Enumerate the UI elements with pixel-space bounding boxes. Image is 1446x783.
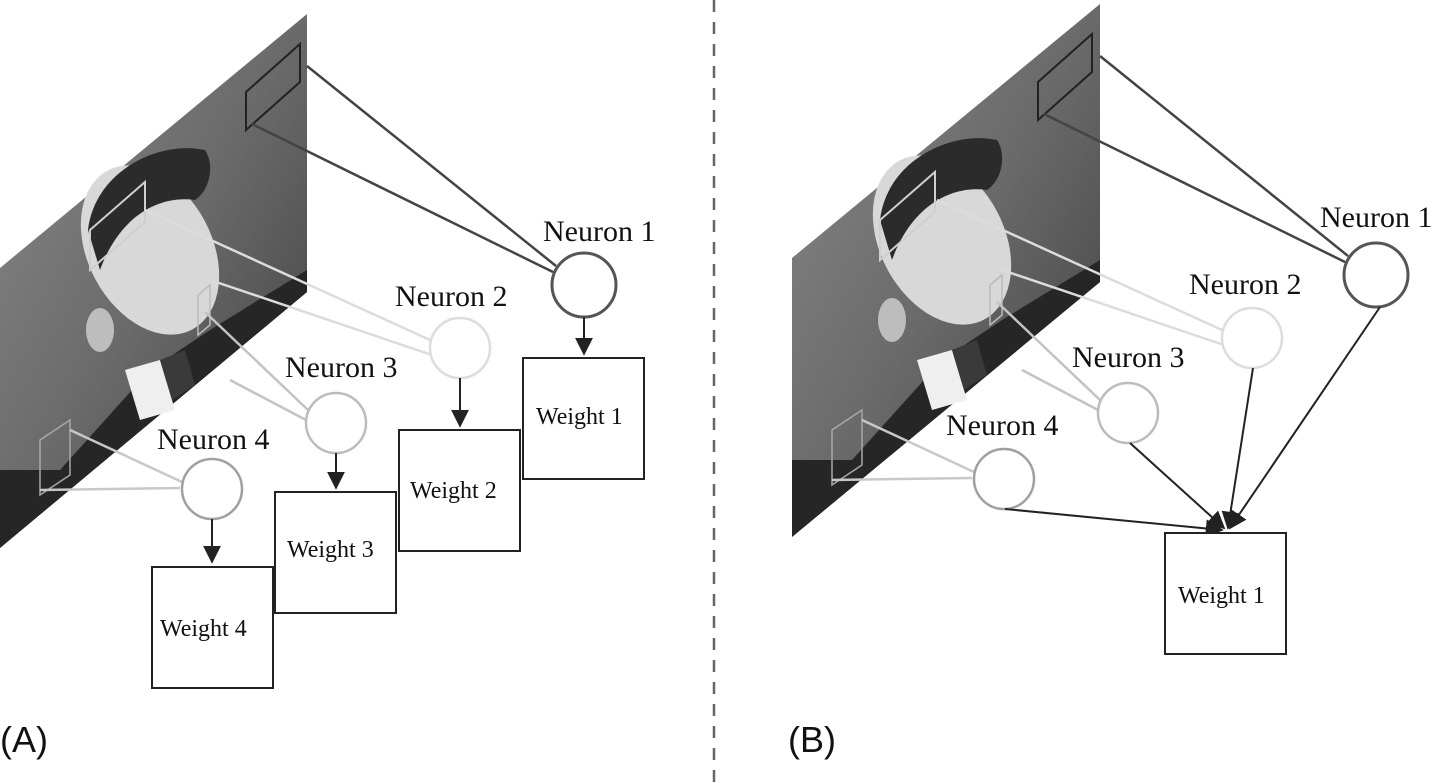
neuron-label: Neuron 1 xyxy=(543,215,655,248)
weight-box-a-3: Weight 3 xyxy=(274,491,397,614)
weight-box-a-1: Weight 1 xyxy=(522,357,645,480)
weight-box-a-2: Weight 2 xyxy=(398,429,521,552)
neuron-label: Neuron 2 xyxy=(395,280,507,313)
weight-box-a-4: Weight 4 xyxy=(151,566,274,689)
weight-label: Weight 3 xyxy=(287,537,374,563)
neuron-label: Neuron 3 xyxy=(1072,341,1184,374)
panel-label-b: (B) xyxy=(788,719,836,760)
neuron-a-3: Neuron 3 xyxy=(285,351,397,455)
neuron-b-1: Neuron 1 xyxy=(1320,201,1432,309)
weight-arrows-b xyxy=(1004,306,1381,538)
neuron-label: Neuron 4 xyxy=(946,409,1058,442)
neuron-label: Neuron 1 xyxy=(1320,201,1432,234)
panel-b: Neuron 1 Neuron 2 Neuron 3 Neuron 4 Weig… xyxy=(788,4,1432,760)
neuron-label: Neuron 2 xyxy=(1189,268,1301,301)
weight-label: Weight 1 xyxy=(536,404,623,430)
input-image-b xyxy=(792,4,1100,537)
neuron-b-2: Neuron 2 xyxy=(1189,268,1301,370)
weight-label: Weight 4 xyxy=(160,616,247,642)
neuron-a-4: Neuron 4 xyxy=(157,423,269,521)
panel-label-a: (A) xyxy=(0,719,48,760)
neuron-label: Neuron 3 xyxy=(285,351,397,384)
weight-label: Weight 2 xyxy=(410,478,497,504)
weight-label: Weight 1 xyxy=(1178,583,1265,609)
neuron-b-4: Neuron 4 xyxy=(946,409,1058,511)
weight-box-b-1: Weight 1 xyxy=(1164,532,1287,655)
input-image-a xyxy=(0,14,307,548)
weight-arrows-a xyxy=(203,317,593,564)
neuron-a-1: Neuron 1 xyxy=(543,215,655,319)
panel-a: Neuron 1 Neuron 2 Neuron 3 Neuron 4 Weig… xyxy=(0,14,655,760)
neuron-b-3: Neuron 3 xyxy=(1072,341,1184,445)
neuron-a-2: Neuron 2 xyxy=(395,280,507,380)
neuron-label: Neuron 4 xyxy=(157,423,269,456)
connections-a xyxy=(39,65,557,492)
connections-b xyxy=(831,55,1349,482)
